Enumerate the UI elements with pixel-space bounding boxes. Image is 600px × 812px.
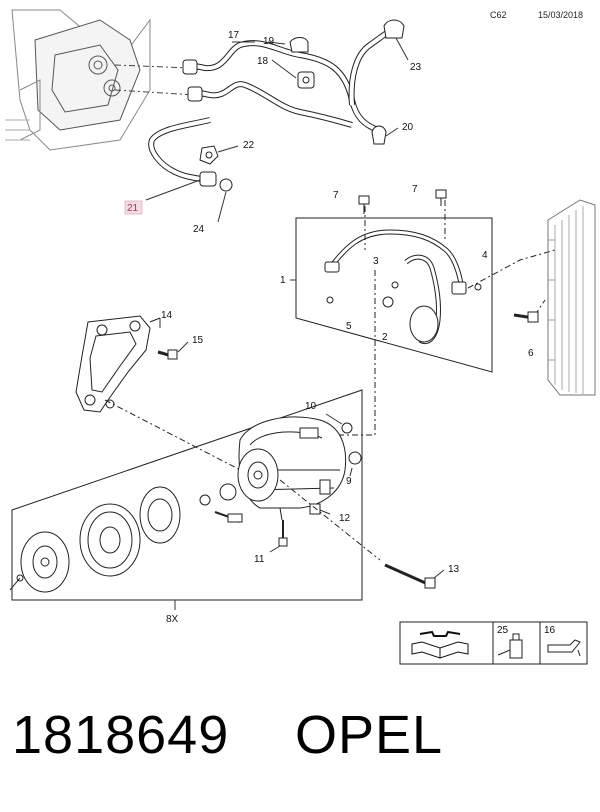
compressor-bracket [75, 315, 161, 413]
callout-11: 11 [254, 554, 265, 565]
callout-21-highlight [124, 200, 143, 215]
callout-8x: 8X [166, 614, 179, 625]
cap-22 [199, 145, 219, 165]
callout-3: 3 [373, 256, 379, 267]
callout-15: 15 [192, 335, 204, 346]
cap-23 [383, 19, 405, 39]
oil-bottle-icon [497, 633, 523, 659]
evaporator-housing [5, 9, 151, 151]
callout-22: 22 [243, 140, 255, 151]
oil-can-icon [547, 639, 581, 657]
valve-12 [309, 503, 331, 515]
callout-1: 1 [280, 275, 286, 286]
bolt-7b [435, 189, 447, 206]
compressor-box [11, 389, 363, 610]
bracket-18 [297, 71, 315, 89]
suction-hose [182, 25, 397, 133]
callout-6: 6 [528, 348, 534, 359]
callout-5: 5 [346, 321, 352, 332]
callout-7b: 7 [412, 184, 418, 195]
callout-21: 21 [127, 203, 139, 214]
callout-16: 16 [544, 625, 556, 636]
line-assembly-box [290, 200, 556, 373]
callout-4: 4 [482, 250, 488, 261]
liquid-hose [148, 117, 233, 192]
cap-20 [371, 125, 387, 145]
callout-19: 19 [263, 36, 275, 47]
condenser [547, 199, 596, 396]
callout-7a: 7 [333, 190, 339, 201]
callout-24: 24 [193, 224, 205, 235]
bolt-13 [384, 563, 445, 589]
brand-name: OPEL [295, 705, 444, 765]
symbol-legend [399, 621, 588, 665]
callout-17: 17 [228, 30, 240, 41]
callout-12: 12 [339, 513, 351, 524]
clip-19 [289, 37, 309, 53]
callout-25: 25 [497, 625, 509, 636]
diagram-code: C62 [490, 10, 507, 20]
callout-18: 18 [257, 56, 269, 67]
callout-14: 14 [161, 310, 173, 321]
compressor [237, 416, 347, 521]
callout-13: 13 [448, 564, 460, 575]
wrench-manual-icon [411, 630, 469, 659]
callout-10: 10 [305, 401, 317, 412]
o-ring-10 [341, 422, 353, 434]
callout-20: 20 [402, 122, 414, 133]
callout-23: 23 [410, 62, 422, 73]
bolt-6 [513, 311, 539, 323]
clutch-pulley [9, 486, 181, 593]
bolt-7a [358, 195, 370, 214]
part-number: 1818649 [12, 705, 230, 765]
diagram-date: 15/03/2018 [538, 10, 584, 20]
callout-9: 9 [346, 476, 352, 487]
bolt-15 [157, 349, 178, 360]
callout-2: 2 [382, 332, 388, 343]
sensor-wire [199, 483, 243, 523]
o-ring-9 [348, 451, 362, 465]
bolt-11 [269, 520, 288, 553]
